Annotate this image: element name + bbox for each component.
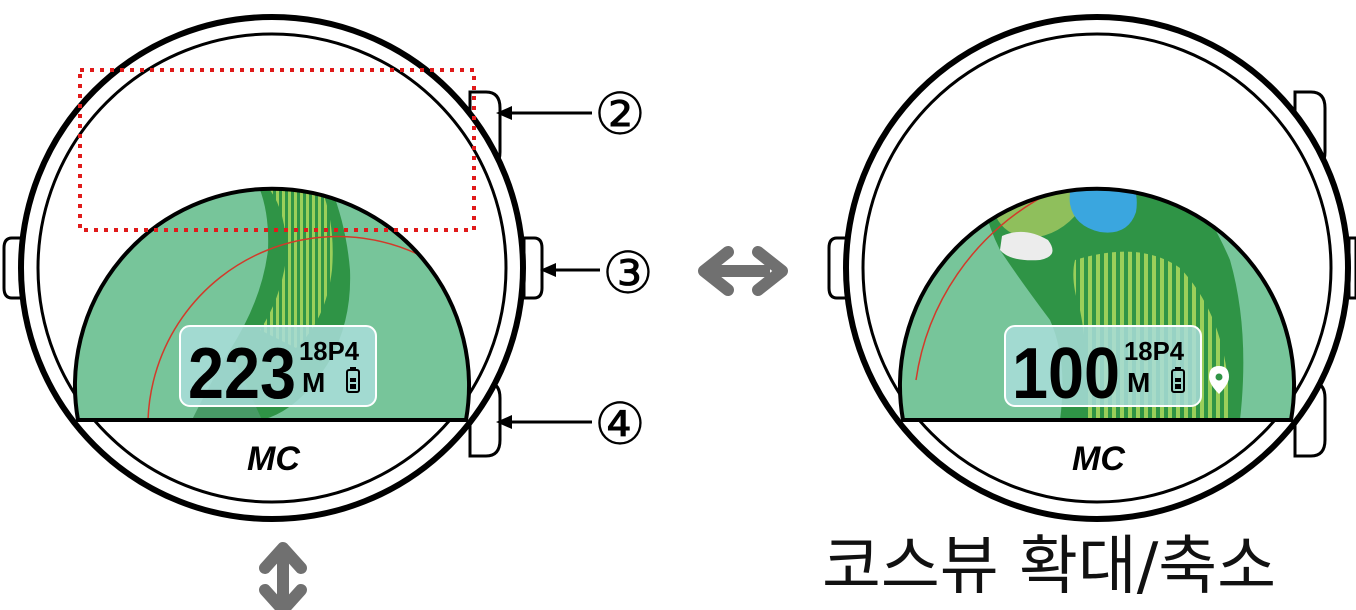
watch-left: 223 18P4 M MC (2, 14, 544, 522)
distance-unit: M (1127, 367, 1150, 398)
button-side-left[interactable] (2, 236, 24, 300)
water-hazard (1069, 188, 1137, 233)
hole-info: 18P4 (1124, 336, 1185, 366)
callout-3: ③ (540, 239, 654, 307)
brand-logo: MC (247, 440, 300, 478)
hole-info: 18P4 (299, 336, 360, 366)
zoom-region-frame (78, 68, 476, 232)
callout-2: ② (496, 80, 646, 148)
fairway-striped (257, 188, 333, 348)
info-box (1004, 325, 1202, 407)
brand-logo: MC (1072, 440, 1125, 478)
callout-4: ④ (496, 390, 646, 458)
putting-green (989, 188, 1096, 238)
callout-label-2: ② (594, 80, 646, 148)
distance-value: 223 (188, 334, 296, 414)
button-side-right[interactable] (827, 236, 849, 300)
distance-unit: M (302, 367, 325, 398)
battery-icon (1171, 367, 1185, 393)
distance-value: 100 (1012, 334, 1120, 414)
battery-icon (346, 367, 360, 393)
watch-right: 100 18P4 M MC (827, 14, 1356, 522)
callout-label-3: ③ (602, 239, 654, 307)
double-arrow-horizontal-icon (698, 246, 788, 296)
info-box (179, 325, 377, 407)
callout-label-4: ④ (594, 390, 646, 458)
pin-marker-icon (1209, 366, 1229, 394)
button-3-left[interactable] (522, 236, 544, 300)
caption-zoom-course-view: 코스뷰 확대/축소 (822, 530, 1277, 604)
bunker-bottom (1000, 231, 1053, 261)
double-arrow-vertical-icon (259, 542, 307, 610)
